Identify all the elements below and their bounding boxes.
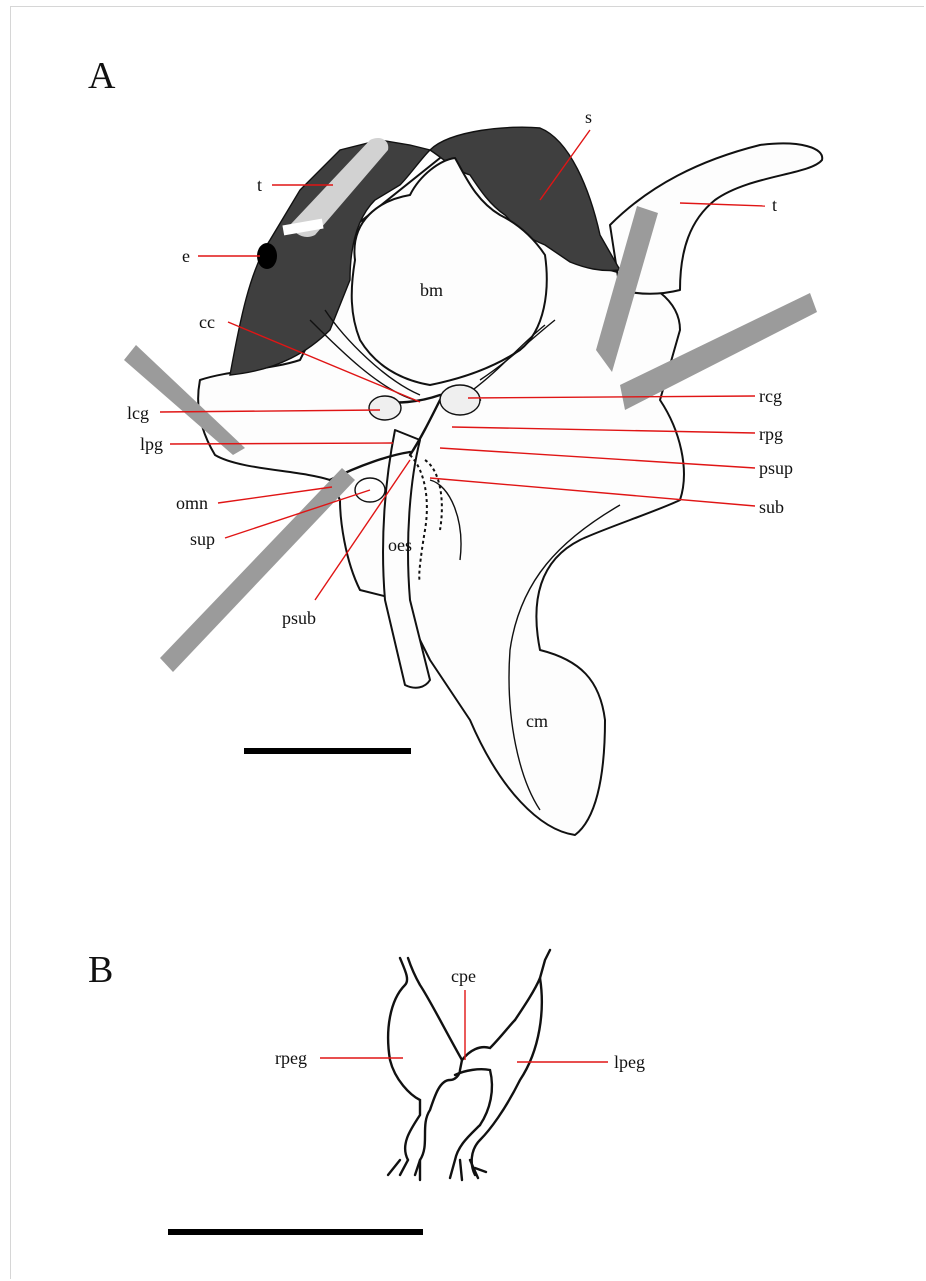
label-s: s [585,107,592,127]
label-t-left: t [257,175,262,195]
left-cerebral-ganglion [369,396,401,420]
right-cerebral-ganglion [440,385,480,415]
label-psub: psub [282,608,316,628]
label-psup: psup [759,458,793,478]
label-rcg: rcg [759,386,782,406]
label-lpg: lpg [140,434,163,454]
label-rpg: rpg [759,424,783,444]
label-sub: sub [759,497,784,517]
label-rpeg: rpeg [275,1048,307,1068]
scale-bar-a [244,748,411,754]
label-bm: bm [420,280,443,300]
scale-bar-b [168,1229,423,1235]
label-t-right: t [772,195,777,215]
panel-label-a: A [88,55,116,97]
label-cc: cc [199,312,215,332]
label-lpeg: lpeg [614,1052,645,1072]
panel-label-b: B [88,949,113,991]
label-e: e [182,246,190,266]
label-omn: omn [176,493,208,513]
label-lcg: lcg [127,403,149,423]
label-oes: oes [388,535,412,555]
label-cm: cm [526,711,548,731]
label-cpe: cpe [451,966,476,986]
label-sup: sup [190,529,215,549]
